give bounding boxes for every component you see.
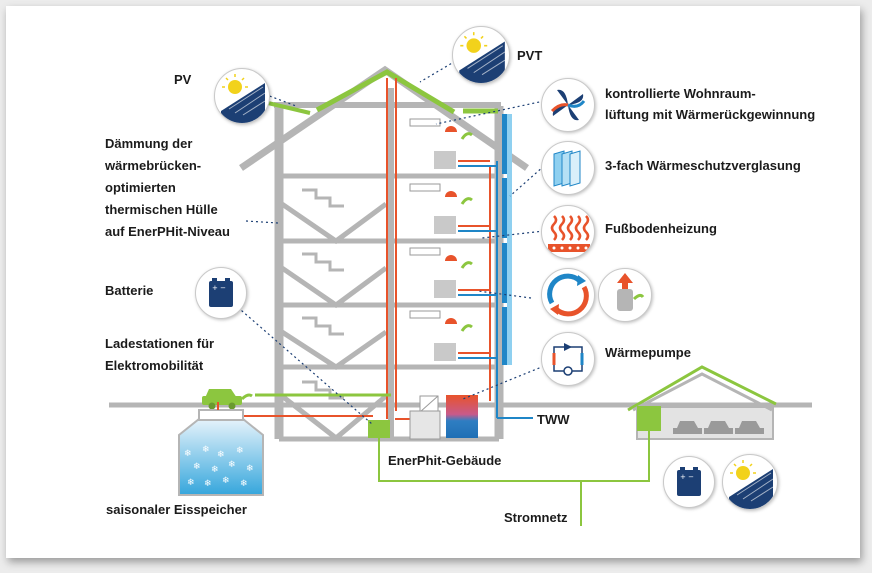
apartment-units [409, 118, 497, 361]
battery-icon: + − [677, 467, 701, 496]
heat-exchange-icon-circle [541, 268, 595, 322]
svg-text:❄: ❄ [204, 479, 212, 489]
solar-panel-icon [729, 460, 774, 509]
label-pvt: PVT [517, 48, 543, 63]
label-floor-heating: Fußbodenheizung [605, 221, 717, 236]
label-battery: Batterie [105, 283, 154, 298]
glazing-strips [502, 114, 512, 365]
fan-icon [550, 89, 586, 121]
ice-storage-tank: ❄❄❄❄ ❄❄❄❄ ❄❄❄❄ [178, 402, 264, 496]
triple-glazing-icon [553, 150, 581, 187]
label-pv: PV [174, 72, 192, 87]
building-structure [239, 65, 529, 442]
solar-panel-icon [459, 32, 506, 83]
label-insulation: Dämmung der wärmebrücken- optimierten th… [105, 136, 230, 239]
hot-water-icon-circle [598, 268, 652, 322]
svg-text:❄: ❄ [228, 460, 236, 470]
svg-text:❄: ❄ [240, 479, 248, 489]
hot-water-boiler-icon [617, 273, 645, 311]
heat-pump-circuit-icon [552, 343, 584, 376]
heat-pump-icon-circle [541, 332, 595, 386]
garage-battery-icon-circle: + − [663, 456, 715, 508]
svg-text:❄: ❄ [202, 445, 210, 455]
battery-icon: + − [209, 278, 233, 307]
glazing-icon-circle [541, 141, 595, 195]
solar-panel-icon [221, 74, 266, 123]
label-charging: Ladestationen für Elektromobilität [105, 336, 215, 373]
basement-equipment [368, 395, 478, 440]
label-grid: Stromnetz [504, 510, 568, 525]
diagram-card: ❄❄❄❄ ❄❄❄❄ ❄❄❄❄ [6, 6, 860, 558]
label-ice-storage: saisonaler Eisspeicher [106, 502, 247, 517]
heat-exchange-arrows-icon [547, 273, 589, 317]
callout-lines [233, 55, 545, 425]
pv-icon-circle [214, 68, 270, 124]
svg-text:❄: ❄ [217, 450, 225, 460]
roof-solar-panels [267, 69, 498, 115]
building-scene: ❄❄❄❄ ❄❄❄❄ ❄❄❄❄ [109, 55, 812, 526]
ventilation-icon-circle [541, 78, 595, 132]
label-ventilation: kontrollierte Wohnraum- lüftung mit Wärm… [605, 86, 816, 122]
svg-text:❄: ❄ [246, 464, 254, 474]
power-grid-lines [378, 431, 650, 526]
svg-text:❄: ❄ [187, 478, 195, 488]
svg-text:❄: ❄ [193, 462, 201, 472]
battery-icon-circle: + − [195, 267, 247, 319]
electric-car-icon [202, 389, 253, 410]
svg-text:+ −: + − [212, 284, 226, 292]
garage-pv-icon-circle [722, 454, 778, 510]
supply-lines [218, 78, 533, 420]
floor-heating-icon-circle [541, 205, 595, 259]
floor-heating-icon [548, 215, 590, 252]
label-tww: TWW [537, 412, 570, 427]
svg-text:❄: ❄ [222, 476, 230, 486]
svg-text:❄: ❄ [211, 465, 219, 475]
label-heat-pump: Wärmepumpe [605, 345, 691, 360]
label-building: EnerPhit-Gebäude [388, 453, 502, 468]
building-grid-connector [368, 420, 390, 438]
svg-text:❄: ❄ [184, 449, 192, 459]
pvt-icon-circle [452, 26, 510, 84]
garage-grid-connector [637, 406, 661, 431]
svg-text:+ −: + − [680, 473, 694, 481]
label-glazing: 3-fach Wärmeschutzverglasung [605, 158, 801, 173]
garage-building [627, 365, 777, 440]
svg-text:❄: ❄ [236, 446, 244, 456]
